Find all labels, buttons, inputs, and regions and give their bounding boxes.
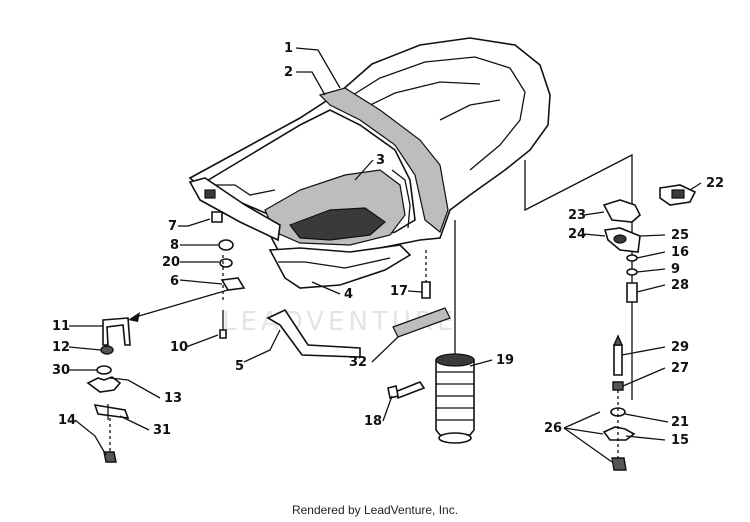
seat-front-band [318, 87, 449, 233]
callout-30: 30 [52, 363, 70, 378]
callout-10: 10 [170, 340, 188, 355]
callout-27: 27 [671, 361, 689, 376]
center-hardware [387, 220, 475, 444]
callout-14: 14 [58, 413, 76, 428]
callout-17: 17 [390, 284, 408, 299]
callout-31: 31 [153, 423, 171, 438]
callout-leaders [68, 47, 702, 463]
seat-assembly [188, 37, 551, 289]
callout-3: 3 [376, 153, 385, 168]
callout-23: 23 [568, 208, 586, 223]
callout-19: 19 [496, 353, 514, 368]
callout-9: 9 [671, 262, 680, 277]
callout-1: 1 [284, 41, 293, 56]
seat-base [268, 244, 412, 289]
left-hardware [86, 211, 361, 463]
footer-credit: Rendered by LeadVenture, Inc. [291, 503, 459, 517]
callout-12: 12 [52, 340, 70, 355]
u-bolt [102, 317, 131, 346]
callout-labels: 1 2 3 4 5 6 7 8 9 10 11 12 13 14 15 16 1… [52, 41, 724, 448]
grab-handle [435, 353, 475, 444]
callout-8: 8 [170, 238, 179, 253]
callout-7: 7 [168, 219, 177, 234]
callout-24: 24 [568, 227, 586, 242]
callout-26: 26 [544, 421, 562, 436]
retaining-bar [266, 308, 361, 358]
callout-25: 25 [671, 228, 689, 243]
callout-15: 15 [671, 433, 689, 448]
callout-32: 32 [349, 355, 367, 370]
callout-4: 4 [344, 287, 353, 302]
callout-29: 29 [671, 340, 689, 355]
callout-6: 6 [170, 274, 179, 289]
callout-5: 5 [235, 359, 244, 374]
callout-20: 20 [162, 255, 180, 270]
callout-13: 13 [164, 391, 182, 406]
callout-28: 28 [671, 278, 689, 293]
trim-strip [392, 307, 451, 338]
callout-22: 22 [706, 176, 724, 191]
callout-2: 2 [284, 65, 293, 80]
callout-11: 11 [52, 319, 70, 334]
callout-18: 18 [364, 414, 382, 429]
callout-21: 21 [671, 415, 689, 430]
callout-16: 16 [671, 245, 689, 260]
